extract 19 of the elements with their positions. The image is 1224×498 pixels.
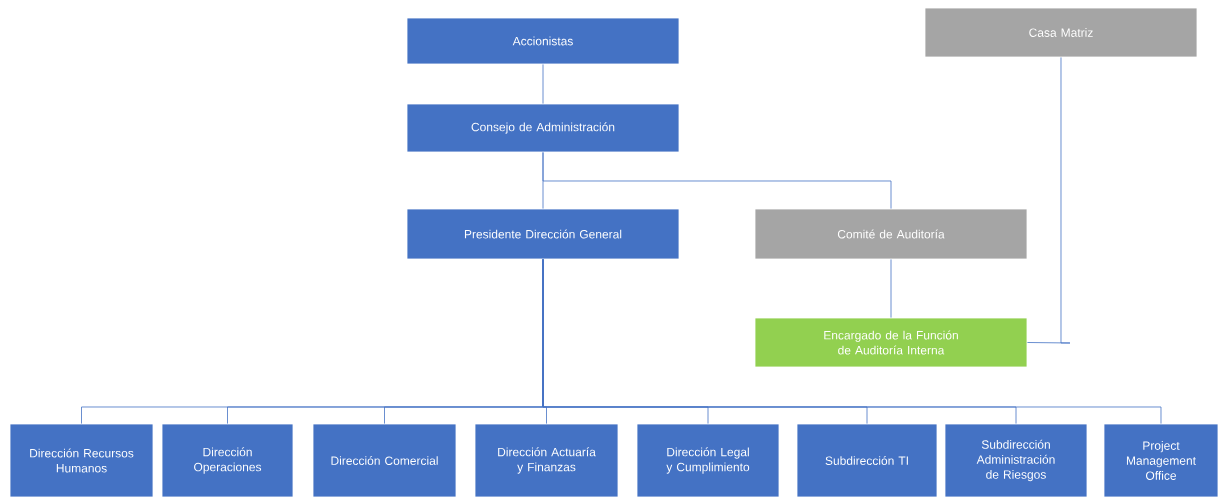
org-box: Dirección Actuaría y Finanzas: [474, 423, 619, 498]
org-box: Consejo de Administración: [406, 103, 680, 153]
org-box: Accionistas: [406, 17, 680, 65]
org-box: Dirección Operaciones: [161, 423, 294, 498]
org-box: Subdirección TI: [796, 423, 938, 498]
org-box: Project Management Office: [1103, 423, 1219, 498]
org-box: Dirección Recursos Humanos: [9, 423, 154, 498]
org-box: Subdirección Administración de Riesgos: [944, 423, 1088, 498]
connector-line: [890, 259, 892, 318]
org-box: Dirección Comercial: [312, 423, 457, 498]
connector-line: [542, 152, 892, 209]
org-box: Encargado de la Función de Auditoría Interna: [754, 317, 1028, 368]
org-box: Comité de Auditoría: [754, 208, 1028, 260]
org-box: Presidente Dirección General: [406, 208, 680, 260]
org-box: Casa Matriz: [924, 7, 1198, 58]
connector-line: [1027, 57, 1071, 344]
connector-line: [542, 64, 544, 104]
org-box: Dirección Legal y Cumplimiento: [636, 423, 780, 498]
connector-line: [542, 259, 1162, 424]
